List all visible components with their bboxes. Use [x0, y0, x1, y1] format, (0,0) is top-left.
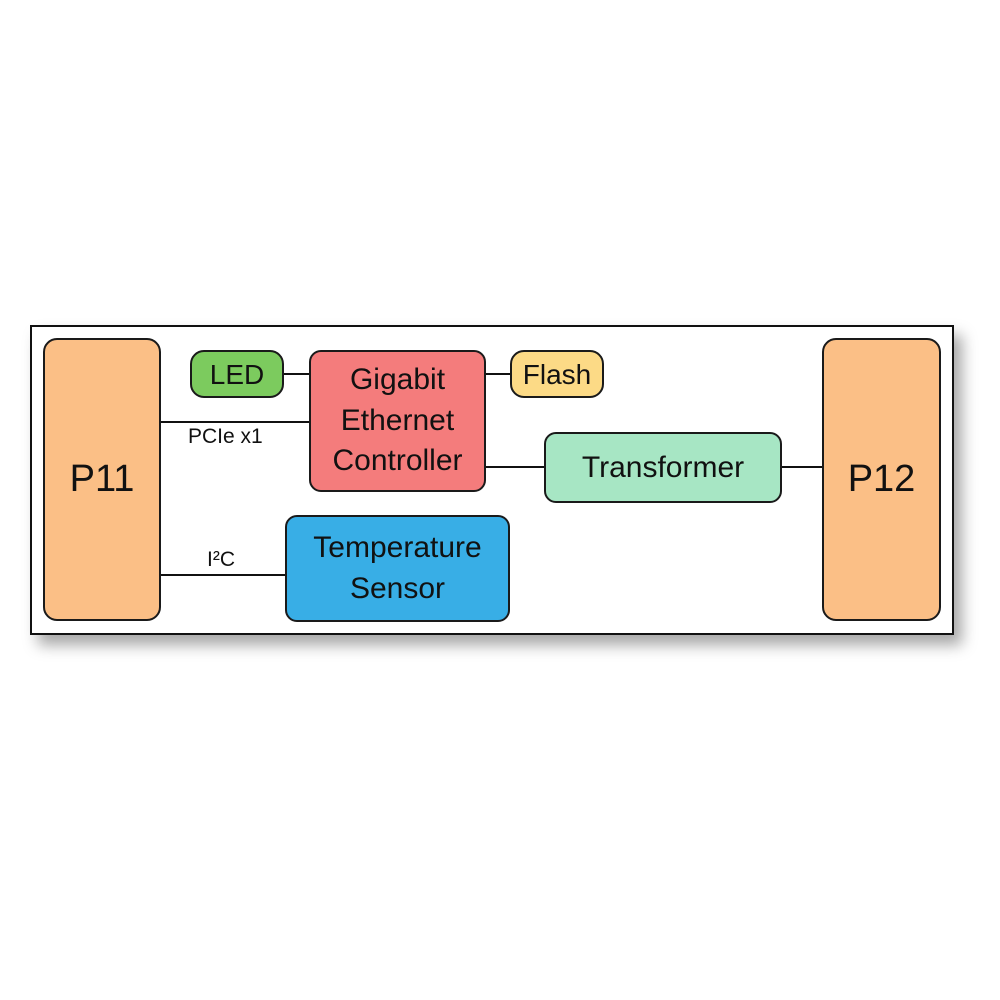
pcie-bus-label: PCIe x1 [188, 425, 263, 448]
flash-block: Flash [510, 350, 604, 398]
transformer-block: Transformer [544, 432, 782, 503]
led-block: LED [190, 350, 284, 398]
temperature-sensor-block: Temperature Sensor [285, 515, 510, 622]
i2c-bus-label: I²C [207, 548, 235, 571]
ethernet-controller-block: Gigabit Ethernet Controller [309, 350, 486, 492]
p11-connector: P11 [43, 338, 161, 621]
p12-connector: P12 [822, 338, 941, 621]
